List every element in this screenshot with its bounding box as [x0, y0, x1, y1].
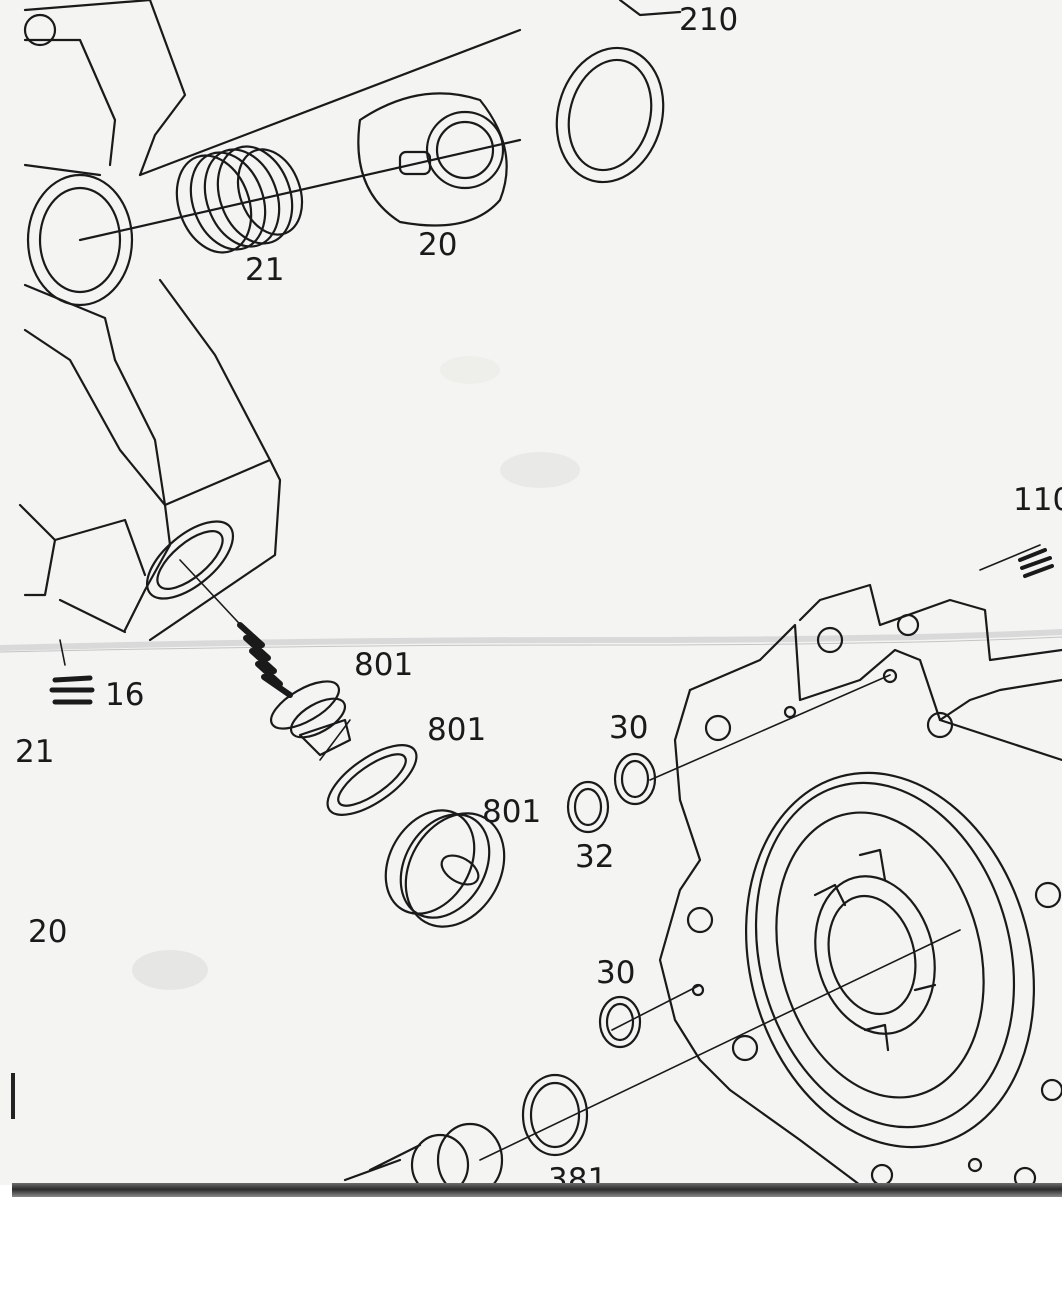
ring-30-bottom [598, 995, 642, 1049]
screw-110 [1018, 548, 1054, 578]
spring-21-top [175, 145, 304, 254]
callout-21-left: 21 [15, 734, 55, 770]
gasket-801 [326, 744, 418, 816]
part-16 [49, 675, 95, 705]
callout-801-b: 801 [427, 712, 487, 748]
callout-30-bottom: 30 [596, 955, 636, 991]
callout-801-a: 801 [354, 647, 414, 683]
plug-801 [384, 809, 506, 928]
spring-801 [237, 622, 293, 698]
callout-16: 16 [105, 677, 145, 713]
callout-32: 32 [575, 839, 615, 875]
scan-edge-mark [11, 1073, 15, 1119]
plate-20-top [357, 92, 508, 227]
callout-20-left: 20 [28, 914, 68, 950]
callout-110: 110 [1013, 482, 1062, 518]
callout-210: 210 [679, 2, 739, 38]
callout-30-top: 30 [609, 710, 649, 746]
housing-arm-outline [18, 0, 282, 642]
callout-21-top: 21 [245, 252, 285, 288]
callout-20-top: 20 [418, 227, 458, 263]
ring-210 [555, 0, 682, 184]
scan-edge-bar [12, 1183, 1062, 1197]
ring-381 [521, 1073, 589, 1157]
ring-30-top [613, 752, 657, 806]
ring-32 [566, 780, 610, 834]
callout-801-c: 801 [482, 794, 542, 830]
blank-margin [0, 1197, 1062, 1299]
cap-801 [270, 680, 352, 757]
pump-body [658, 583, 1062, 1190]
